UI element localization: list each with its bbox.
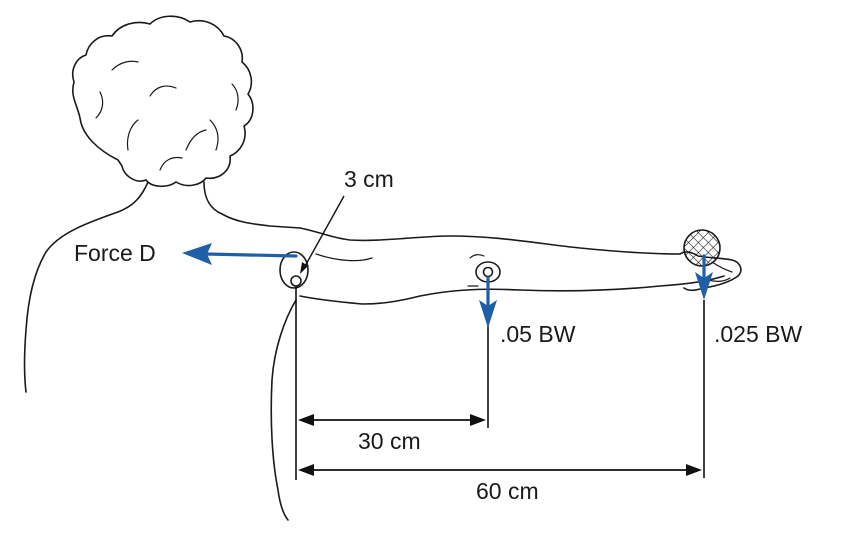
moment-arm-label: 3 cm (344, 166, 394, 192)
dim-30-label: 30 cm (358, 428, 421, 454)
ball-weight-label: .025 BW (714, 321, 803, 347)
shoulder-joint-center (290, 275, 302, 287)
dim-30-right-head (470, 414, 486, 426)
dim-30-left-head (298, 414, 314, 426)
dim-60-right-head (686, 464, 702, 476)
hand-fingers (707, 261, 733, 282)
shoulder-joint-outline (279, 251, 309, 289)
dim-60-left-head (298, 464, 314, 476)
arm-weight-arrowhead (479, 300, 497, 328)
force-d-arrow-shaft (204, 252, 298, 258)
dim-60-label: 60 cm (476, 478, 539, 504)
arm-top-outline (299, 227, 681, 255)
neck-left (23, 181, 149, 393)
ball-weight-arrowhead (695, 272, 713, 300)
arm-weight-label: .05 BW (500, 321, 576, 347)
head-hair-outline (71, 15, 254, 188)
moment-arm-pointer-head (300, 262, 308, 274)
hair-strands (95, 60, 239, 171)
moment-arm-pointer (303, 195, 345, 269)
elbow-joint-center (482, 266, 494, 278)
ball-crosshatch (684, 230, 720, 266)
arm-top-shadow (315, 253, 373, 262)
torso-back (270, 299, 297, 521)
force-d-label: Force D (74, 240, 156, 266)
force-d-arrowhead (182, 243, 212, 265)
elbow-crease (469, 254, 485, 259)
arm-bottom-outline (299, 275, 725, 305)
neck-right (203, 181, 301, 229)
